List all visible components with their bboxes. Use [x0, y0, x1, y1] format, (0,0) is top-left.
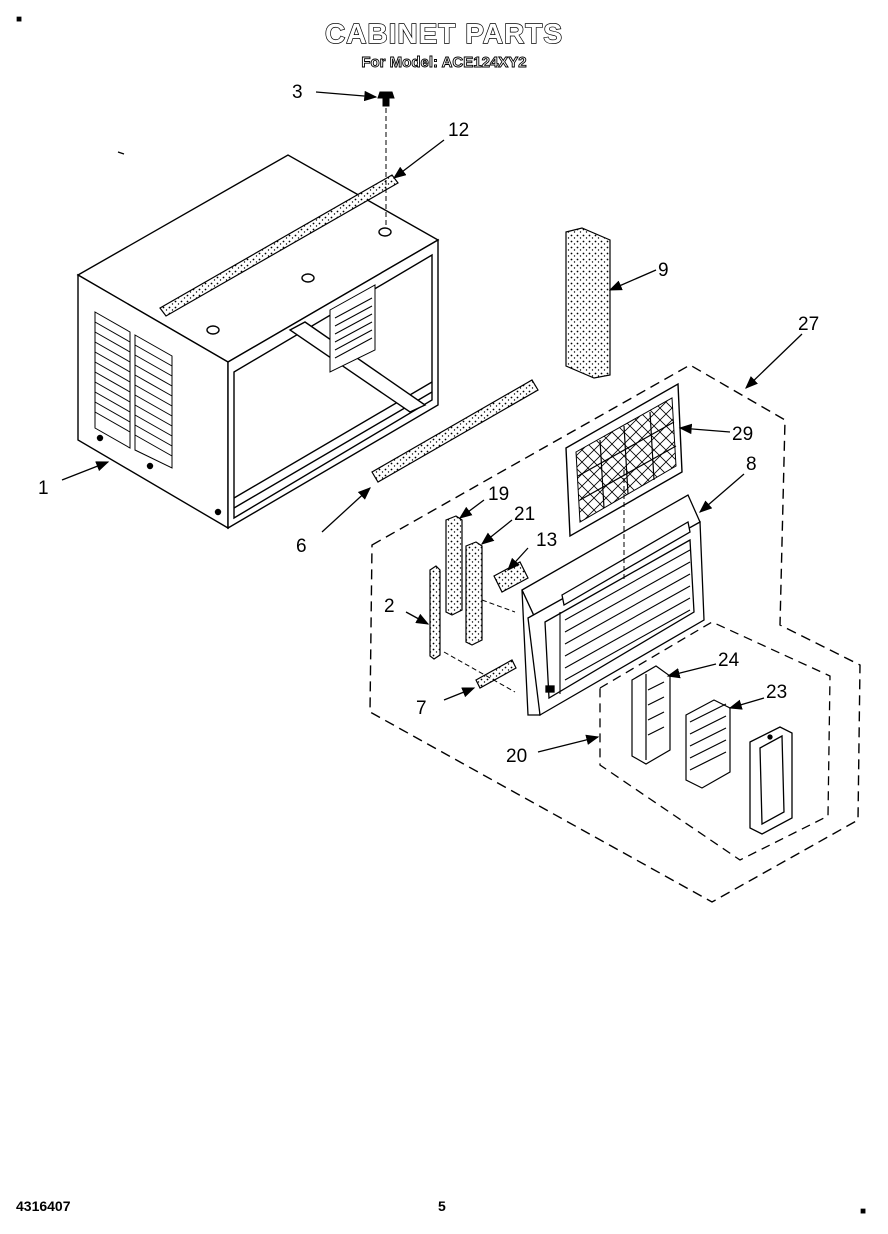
callout-3: 3 — [292, 82, 303, 103]
callout-12: 12 — [448, 120, 469, 141]
footer-part-number: 4316407 — [16, 1198, 71, 1214]
corner-mark-top-left: ■ — [16, 14, 23, 25]
louver-bracket-24 — [631, 665, 671, 765]
callout-27: 27 — [798, 314, 819, 335]
callout-21: 21 — [514, 504, 535, 525]
callout-9: 9 — [658, 260, 669, 281]
foam-filter-block — [565, 227, 611, 379]
callout-7: 7 — [416, 698, 427, 719]
assembly-outline-20 — [599, 621, 831, 861]
callout-6: 6 — [296, 536, 307, 557]
vertical-seal-19 — [445, 515, 463, 616]
louver-frame-20 — [749, 726, 793, 835]
callout-19: 19 — [488, 484, 509, 505]
callout-2: 2 — [384, 596, 395, 617]
vertical-seal-2 — [429, 565, 441, 660]
screw — [377, 91, 395, 107]
air-filter — [565, 382, 683, 538]
callout-13: 13 — [536, 530, 557, 551]
assembly-outline-27 — [369, 364, 861, 903]
top-seal-strip — [159, 174, 399, 317]
louver-set-23 — [685, 699, 731, 789]
stray-mark — [117, 151, 125, 155]
foam-strip-7 — [475, 659, 517, 689]
footer-page-number: 5 — [438, 1198, 446, 1214]
corner-mark-bottom-right: ■ — [860, 1206, 867, 1217]
front-grille — [521, 494, 705, 717]
page-title: CABINET PARTS — [324, 17, 564, 49]
bottom-seal-strip — [371, 379, 539, 483]
callout-29: 29 — [732, 424, 753, 445]
model-subtitle: For Model: ACE124XY2 — [361, 54, 527, 72]
callout-labels: 3 12 9 27 29 8 1 6 19 21 13 2 24 23 7 20 — [38, 82, 819, 767]
vertical-seal-21 — [465, 541, 483, 646]
callout-20: 20 — [506, 746, 527, 767]
callout-24: 24 — [718, 650, 740, 671]
callout-23: 23 — [766, 682, 787, 703]
callout-1: 1 — [38, 478, 49, 499]
callout-8: 8 — [746, 454, 757, 475]
